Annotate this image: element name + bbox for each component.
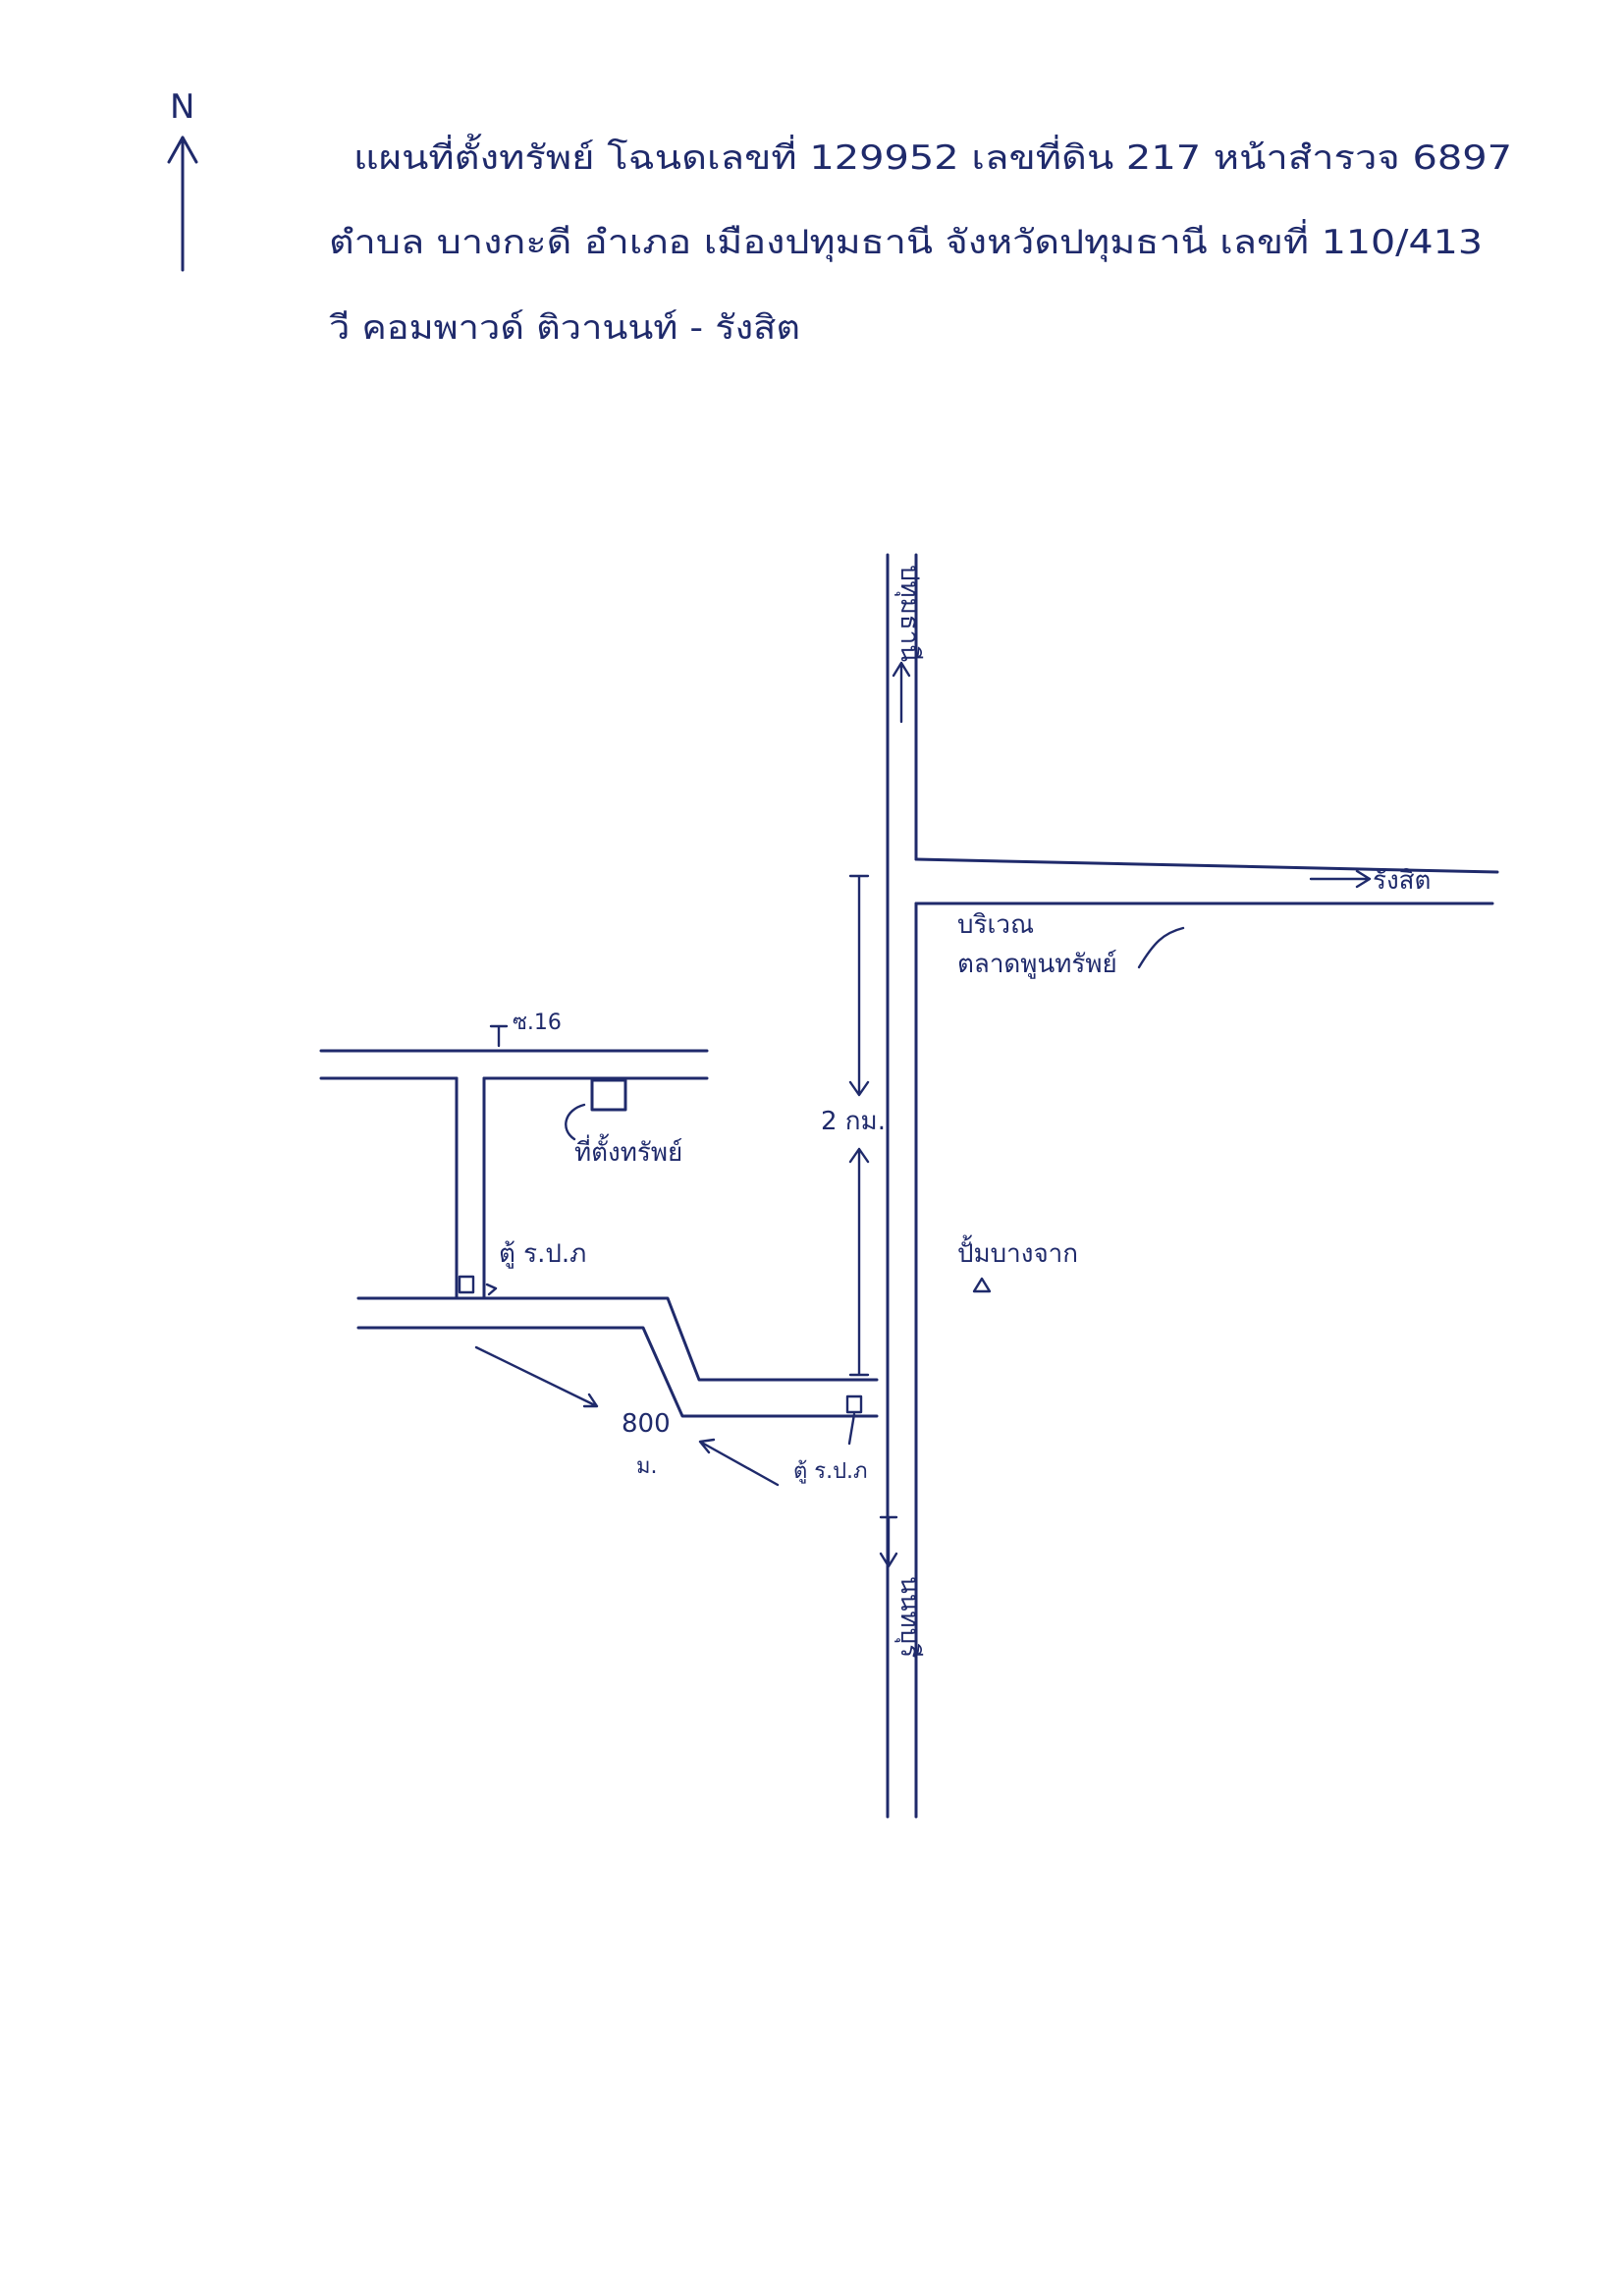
header-line-2: ตำบล บางกะดี อำเภอ เมืองปทุมธานี จังหวัด… — [329, 219, 1483, 262]
police-box-upper-icon — [458, 1275, 475, 1294]
police-box-upper-pointer — [485, 1283, 498, 1296]
north-direction-arrow-icon — [892, 661, 911, 724]
market-pointer — [1137, 926, 1185, 969]
main-road — [886, 553, 918, 1819]
property-pointer — [565, 1103, 586, 1141]
distance-label-800: 800 — [622, 1409, 671, 1439]
south-direction-arrow-icon — [879, 1515, 898, 1568]
direction-label-rangsit: รังสิต — [1373, 866, 1431, 896]
market-label-line-2: ตลาดพูนทรัพย์ — [957, 950, 1117, 979]
header-line-3: วี คอมพาวด์ ติวานนท์ - รังสิต — [329, 308, 800, 348]
gas-station-label: ปั้มบางจาก — [957, 1234, 1078, 1269]
property-marker-icon — [590, 1078, 627, 1112]
soi-label: ซ.16 — [513, 1011, 562, 1035]
soi-16-road — [319, 1024, 709, 1080]
police-box-upper-label: ตู้ ร.ป.ภ — [499, 1239, 586, 1269]
market-label-line-1: บริเวณ — [957, 910, 1034, 940]
direction-label-pathumthani: ปทุมธานี — [894, 565, 924, 662]
police-box-lower-pointer — [847, 1412, 856, 1446]
gas-station-icon — [972, 1277, 992, 1293]
distance-label-2km: 2 กม. — [821, 1107, 886, 1136]
distance-label-unit: ม. — [636, 1454, 658, 1479]
police-box-lower-label: ตู้ ร.ป.ภ — [793, 1459, 868, 1484]
side-road — [356, 1296, 879, 1418]
header-line-1: แผนที่ตั้งทรัพย์ โฉนดเลขที่ 129952 เลขที… — [353, 134, 1512, 178]
police-box-lower-icon — [845, 1394, 863, 1414]
north-label: N — [170, 87, 194, 127]
north-arrow-icon — [167, 136, 198, 272]
property-label: ที่ตั้งทรัพย์ — [574, 1133, 682, 1168]
connector-road — [455, 1076, 486, 1300]
distance-800m-marker — [474, 1345, 780, 1487]
direction-label-nonthaburi: นนทบุรี — [894, 1576, 924, 1658]
road-east — [914, 857, 1499, 905]
distance-2km-marker — [848, 874, 870, 1377]
